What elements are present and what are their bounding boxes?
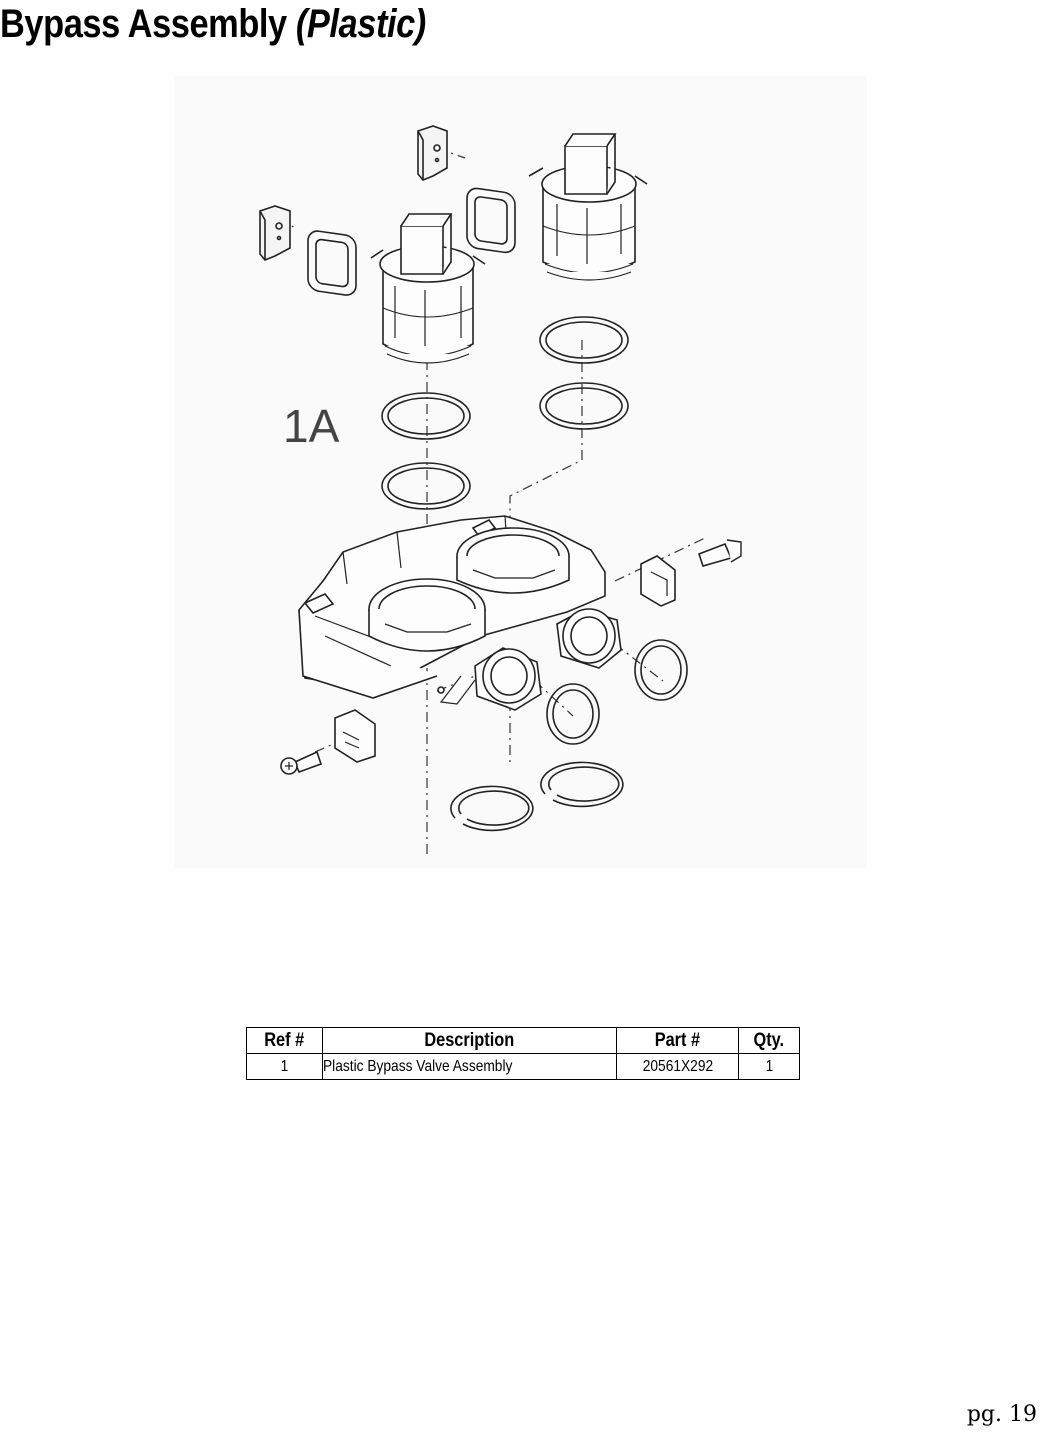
exploded-assembly-drawing: 1A <box>175 76 867 868</box>
header-description: Description <box>322 1027 617 1054</box>
clip-upper-right <box>417 125 448 181</box>
retaining-ring-lower-left <box>450 785 534 832</box>
parts-table-header: Ref # Description Part # Qty. <box>246 1027 800 1054</box>
title-emphasis: (Plastic) <box>295 2 426 46</box>
clip-left <box>334 709 376 763</box>
retaining-ring-lower-right <box>540 761 624 808</box>
cell-qty: 1 <box>738 1053 800 1080</box>
cell-description: Plastic Bypass Valve Assembly <box>322 1053 617 1080</box>
o-ring-right-lower <box>539 382 629 430</box>
header-ref: Ref # <box>246 1027 323 1054</box>
port-seal-right-near <box>546 683 600 745</box>
cartridge-right <box>528 133 648 281</box>
o-ring-left-upper <box>381 392 471 440</box>
parts-table: Ref # Description Part # Qty. 1 Plastic … <box>246 1027 800 1080</box>
bypass-valve-body <box>298 515 622 711</box>
o-ring-right-upper <box>539 316 629 364</box>
cell-ref: 1 <box>246 1053 323 1080</box>
cell-part-number: 20561X292 <box>616 1053 739 1080</box>
square-seal-upper-right <box>466 187 516 254</box>
screw-right <box>697 539 742 567</box>
title-main: Bypass Assembly <box>0 2 287 46</box>
header-part-number: Part # <box>616 1027 739 1054</box>
callout-label: 1A <box>283 400 340 452</box>
drawing-svg: 1A <box>259 125 742 856</box>
o-ring-left-lower <box>381 462 471 510</box>
cartridge-left <box>370 213 486 364</box>
page-number: pg. 19 <box>966 1402 1037 1427</box>
port-seal-right-far <box>634 639 688 701</box>
clip-right <box>640 555 676 607</box>
square-seal-upper-left <box>307 230 357 296</box>
table-row: 1 Plastic Bypass Valve Assembly 20561X29… <box>246 1053 800 1080</box>
screw-left <box>280 750 323 775</box>
clip-upper-left <box>259 205 291 261</box>
page-title: Bypass Assembly (Plastic) <box>0 0 426 48</box>
header-qty: Qty. <box>738 1027 800 1054</box>
